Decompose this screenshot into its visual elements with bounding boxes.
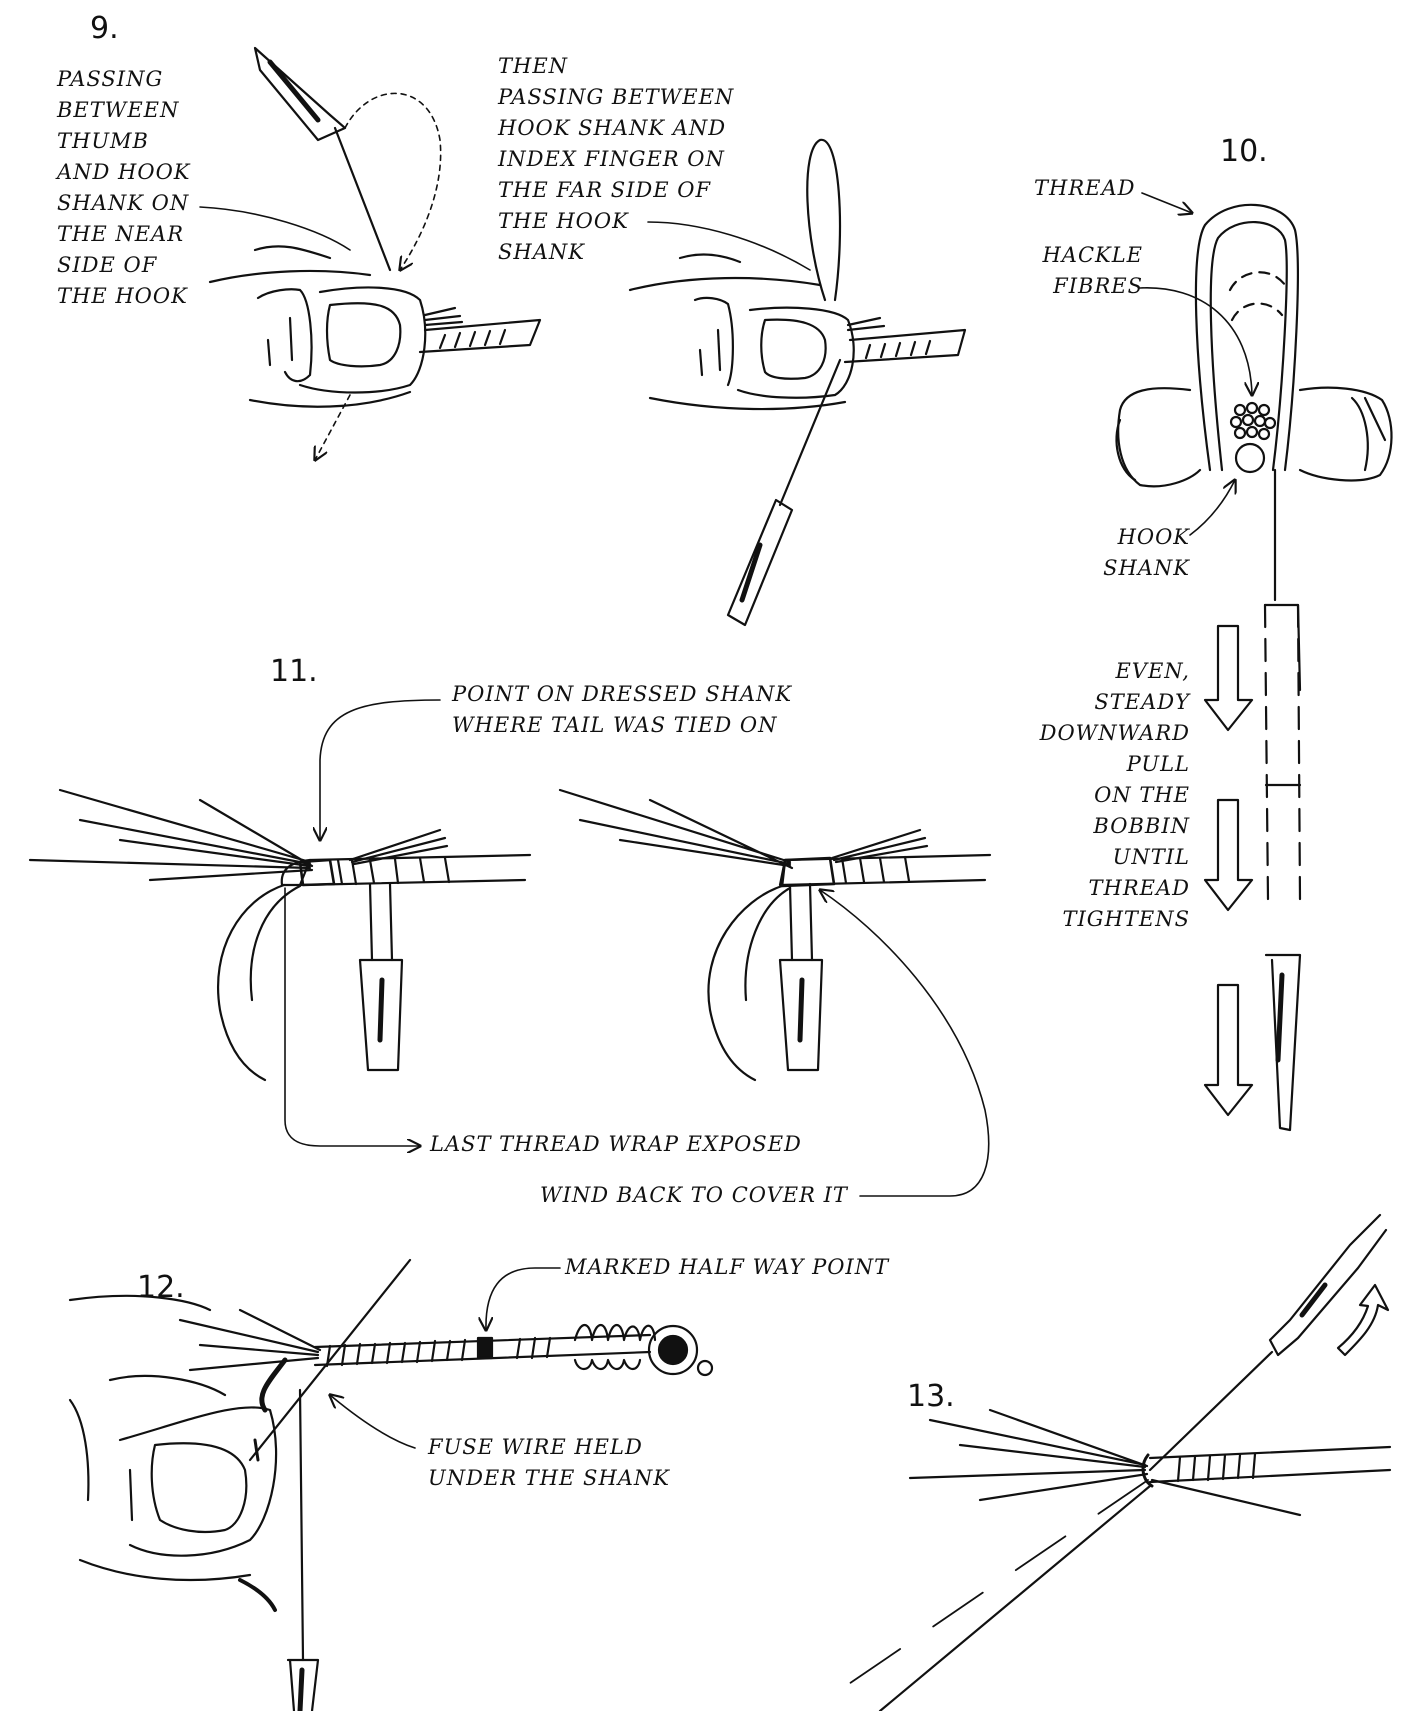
step12-label-marked-point: MARKED HALF WAY POINT: [565, 1252, 889, 1283]
step11-label-tail-point: POINT ON DRESSED SHANK WHERE TAIL WAS TI…: [452, 679, 792, 741]
step-11-number: 11.: [270, 657, 318, 687]
step10-label-pull: EVEN, STEADY DOWNWARD PULL ON THE BOBBIN…: [1020, 656, 1190, 935]
step12-label-fuse-wire: FUSE WIRE HELD UNDER THE SHANK: [428, 1432, 670, 1494]
step11-label-exposed: LAST THREAD WRAP EXPOSED: [430, 1129, 802, 1160]
step10-label-thread: THREAD: [1034, 173, 1135, 204]
step13-drawing: [840, 1215, 1390, 1711]
step-13-number: 13.: [907, 1382, 955, 1412]
step-12-number: 12.: [137, 1273, 185, 1303]
step9-left-drawing: [200, 48, 540, 460]
step10-label-hook-shank: HOOK SHANK: [1090, 522, 1190, 584]
step10-label-hackle: HACKLE FIBRES: [1028, 240, 1143, 302]
step11-drawing: [30, 700, 990, 1196]
step11-label-cover: WIND BACK TO COVER IT: [540, 1180, 848, 1211]
step9-label-near-side: PASSING BETWEEN THUMB AND HOOK SHANK ON …: [57, 64, 191, 312]
step9-label-far-side: THEN PASSING BETWEEN HOOK SHANK AND INDE…: [498, 51, 734, 268]
step-10-number: 10.: [1220, 137, 1268, 167]
step-9-number: 9.: [90, 14, 119, 44]
